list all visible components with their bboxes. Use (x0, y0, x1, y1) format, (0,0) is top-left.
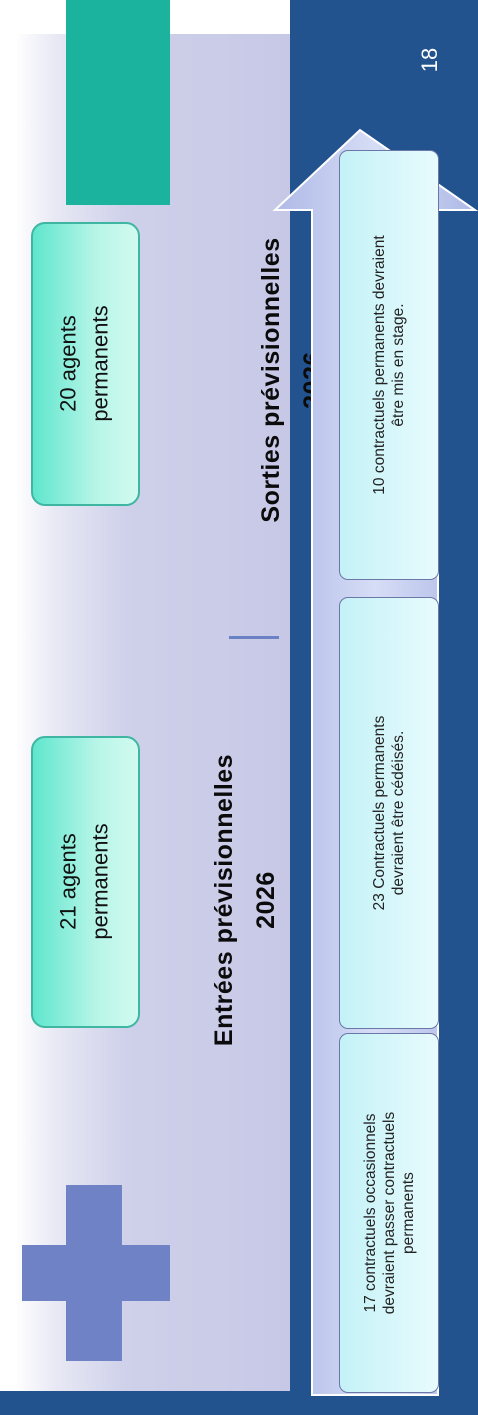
arrow-box-cedeises-line1: 23 Contractuels permanents (371, 715, 388, 911)
sorties-agents-line1: 20 agents (55, 315, 80, 412)
sorties-agents-text: 20 agents permanents (32, 224, 137, 504)
sorties-agents-box: 20 agents permanents (31, 222, 140, 506)
separator-tick (229, 636, 279, 639)
entrees-agents-box: 21 agents permanents (31, 736, 140, 1028)
left-white-strip (0, 0, 15, 1391)
arrow-box-cedeises-text: 23 Contractuels permanents devraient êtr… (340, 598, 438, 1028)
arrow-box-cedeises: 23 Contractuels permanents devraient êtr… (339, 597, 439, 1029)
teal-accent-bar (66, 0, 170, 205)
arrow-box-stage-line2: être mis en stage. (390, 303, 407, 427)
arrow-box-occasionnels-line2: devraient passer contractuels (380, 1111, 398, 1315)
entrees-agents-text: 21 agents permanents (32, 738, 137, 1026)
page-number-text: 18 (417, 47, 442, 73)
plus-icon-bar-horizontal (66, 1185, 122, 1361)
arrow-box-cedeises-line2: devraient être cédéisés. (390, 730, 407, 896)
page-number: 18 (415, 35, 445, 85)
arrow-box-occasionnels: 17 contractuels occasionnels devraient p… (339, 1033, 439, 1393)
arrow-box-stage-line1: 10 contractuels permanents devraient (371, 235, 388, 495)
arrow-box-occasionnels-text: 17 contractuels occasionnels devraient p… (340, 1034, 438, 1392)
sorties-agents-line2: permanents (87, 305, 112, 422)
entrees-agents-line1: 21 agents (55, 833, 80, 930)
arrow-box-stage: 10 contractuels permanents devraient êtr… (339, 150, 439, 580)
arrow-box-stage-text: 10 contractuels permanents devraient êtr… (340, 151, 438, 579)
arrow-box-occasionnels-line3: permanents (399, 1172, 417, 1254)
arrow-box-occasionnels-line1: 17 contractuels occasionnels (361, 1113, 379, 1313)
entrees-agents-line2: permanents (87, 823, 112, 940)
entrees-title: Entrées prévisionnelles (210, 753, 238, 1047)
